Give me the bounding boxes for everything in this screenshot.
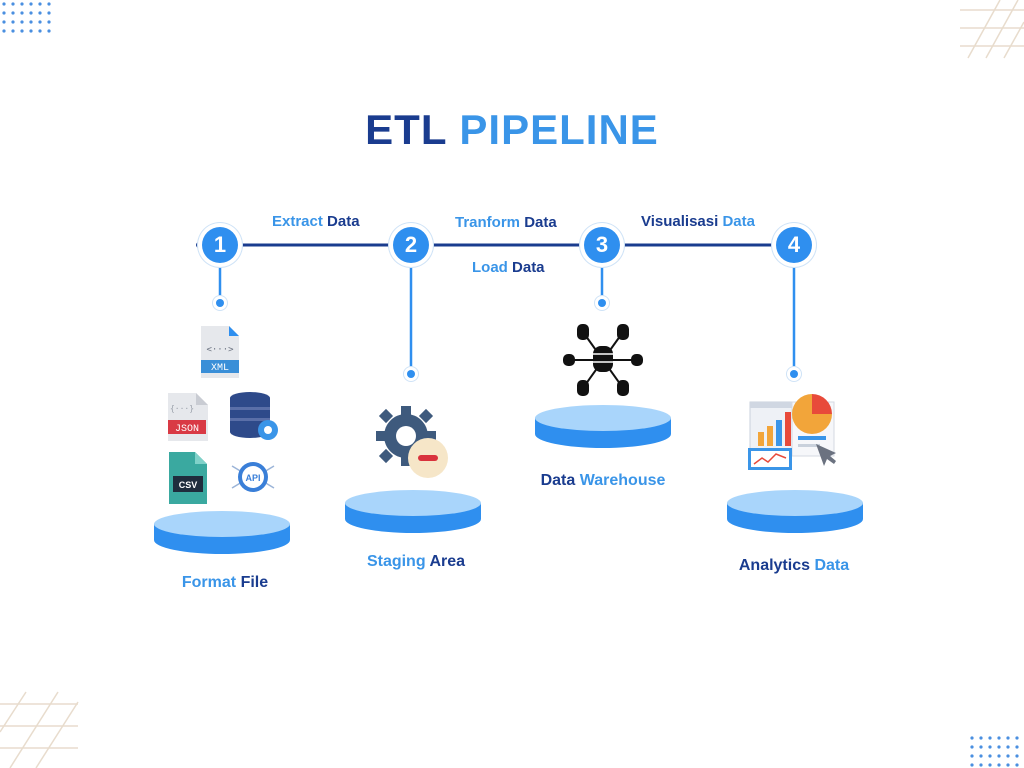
platform-data-warehouse [535,405,671,448]
page-title: ETL PIPELINE [0,104,1024,156]
json-label: JSON [175,424,199,435]
gear-icon [376,406,448,478]
edge-label-extract: Extract Data [272,213,360,230]
step-2-dot [407,370,415,378]
step-1-dot [216,299,224,307]
node-label-format-file: Format File [181,574,269,591]
database-network-icon [563,324,643,396]
api-icon: API [231,462,275,492]
dot-grid-bottom-right [970,736,1019,767]
xml-file-icon: <···> XML [201,326,239,378]
api-label: API [245,473,260,483]
step-4-circle: 4 [776,227,812,263]
edge-label-transform: Tranform Data [455,214,557,231]
analytics-dashboard-icon [748,394,836,470]
step-4-dot [790,370,798,378]
node-label-staging-area: Staging Area [366,553,466,570]
step-3-dot [598,299,606,307]
step-2-circle: 2 [393,227,429,263]
node-label-analytics-data: Analytics Data [738,557,850,574]
database-gear-icon [230,392,278,440]
node-label-data-warehouse: Data Warehouse [540,472,666,489]
csv-label: CSV [179,480,198,490]
hatch-grid-bottom-left [0,691,79,768]
step-1-circle: 1 [202,227,238,263]
csv-file-icon: CSV [169,452,207,504]
hatch-grid-top-right [960,0,1024,59]
edge-label-visualisasi: Visualisasi Data [641,213,755,230]
platform-format-file [154,511,290,554]
json-file-icon: {···} JSON [168,393,208,441]
step-3-circle: 3 [584,227,620,263]
xml-label: XML [211,363,229,374]
svg-text:{···}: {···} [170,404,194,413]
svg-text:<···>: <···> [206,345,234,355]
edge-label-load: Load Data [472,259,545,276]
title-part-pipeline: PIPELINE [459,106,659,153]
platform-analytics-data [727,490,863,533]
title-part-etl: ETL [365,106,447,153]
platform-staging-area [345,490,481,533]
dot-grid-top-left [2,2,51,33]
